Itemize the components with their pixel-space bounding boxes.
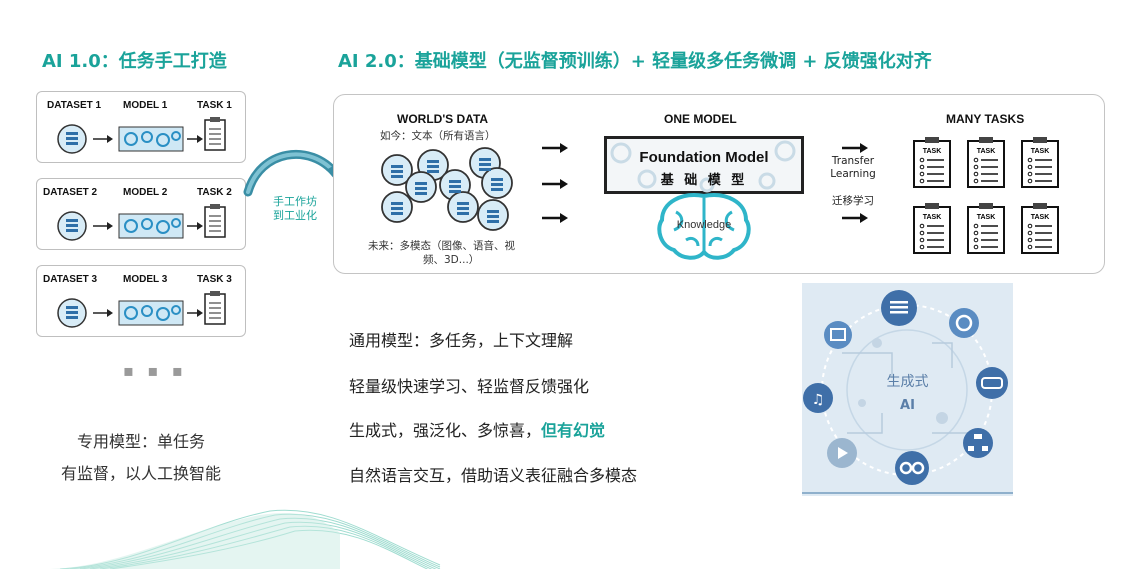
bullet-generative: 生成式，强泛化、多惊喜，但有幻觉 bbox=[349, 417, 605, 441]
worlds-data-now: 如今：文本（所有语言） bbox=[380, 130, 496, 142]
dataset-label: DATASET 1 bbox=[47, 100, 102, 111]
dataset-label: DATASET 2 bbox=[43, 187, 98, 198]
bullet-general-model: 通用模型：多任务，上下文理解 bbox=[349, 331, 574, 350]
pipeline-icon bbox=[57, 291, 226, 328]
model-label: MODEL 2 bbox=[123, 187, 168, 198]
pipeline-icon bbox=[57, 117, 226, 154]
pipeline-icon bbox=[57, 204, 226, 241]
task-clipboard-icon: TASK bbox=[913, 203, 951, 254]
specialized-model-subcaption: 有监督，以人工换智能 bbox=[60, 464, 221, 483]
foundation-model-box: Foundation Model 基 础 模 型 bbox=[604, 136, 804, 194]
ai1-heading: AI 1.0：任务手工打造 bbox=[42, 51, 227, 72]
generative-label: 生成式 bbox=[886, 374, 929, 390]
task-card-2: DATASET 2 MODEL 2 TASK 2 bbox=[36, 178, 246, 250]
generative-ai-graphic: ♫ bbox=[802, 290, 1013, 494]
task-clipboard-label: TASK bbox=[923, 214, 942, 221]
task-card-3: DATASET 3 MODEL 3 TASK 3 bbox=[36, 265, 246, 337]
task-clipboard-icon: TASK bbox=[967, 137, 1005, 188]
bullet-generative-text: 生成式，强泛化、多惊喜， bbox=[349, 421, 542, 440]
transfer-line1: Transfer bbox=[831, 155, 875, 167]
task-card-1: DATASET 1 MODEL 1 TASK 1 bbox=[36, 91, 246, 163]
task-label: TASK 2 bbox=[197, 187, 232, 198]
worlds-data-title: WORLD'S DATA bbox=[397, 112, 489, 126]
knowledge-label: Knowledge bbox=[677, 219, 731, 231]
data-cluster-icon bbox=[381, 147, 513, 231]
generative-ai-panel: ♫ 生成式 AI bbox=[802, 283, 1013, 496]
model-label: MODEL 1 bbox=[123, 100, 168, 111]
task-clipboard-icon: TASK bbox=[913, 137, 951, 188]
transfer-arrows-icon bbox=[842, 143, 868, 223]
task-clipboard-label: TASK bbox=[1031, 148, 1050, 155]
transfer-line2: Learning bbox=[830, 168, 876, 180]
ellipsis: ▪ ▪ ▪ bbox=[123, 361, 187, 380]
task-clipboard-label: TASK bbox=[923, 148, 942, 155]
brain-icon: Knowledge bbox=[657, 193, 751, 260]
many-tasks-title: MANY TASKS bbox=[946, 112, 1025, 126]
specialized-model-caption: 专用模型：单任务 bbox=[76, 432, 205, 451]
task-label: TASK 1 bbox=[197, 100, 232, 111]
worlds-data-future: 未来：多模态（图像、语音、视 bbox=[368, 240, 515, 252]
task-grid: TASK TASK TASK TASK TASK TASK bbox=[913, 137, 1059, 254]
task-clipboard-label: TASK bbox=[977, 148, 996, 155]
dataset-label: DATASET 3 bbox=[43, 274, 98, 285]
task-label: TASK 3 bbox=[197, 274, 232, 285]
foundation-model-cn: 基 础 模 型 bbox=[660, 173, 748, 188]
decorative-wave bbox=[50, 509, 441, 569]
transition-line2: 到工业化 bbox=[273, 209, 317, 222]
arrows-to-model-icon bbox=[542, 143, 568, 223]
hallucination-highlight: 但有幻觉 bbox=[541, 421, 606, 440]
transition-label: 手工作坊 到工业化 bbox=[262, 195, 328, 223]
task-clipboard-label: TASK bbox=[1031, 214, 1050, 221]
task-clipboard-icon: TASK bbox=[1021, 137, 1059, 188]
transfer-learning-cn: 迁移学习 bbox=[832, 195, 874, 207]
task-clipboard-icon: TASK bbox=[967, 203, 1005, 254]
model-label: MODEL 3 bbox=[123, 274, 168, 285]
ai-label: AI bbox=[900, 398, 915, 413]
bullet-natural-language: 自然语言交互，借助语义表征融合多模态 bbox=[349, 466, 638, 485]
one-model-title: ONE MODEL bbox=[664, 112, 737, 126]
gear-pattern-icon bbox=[610, 140, 796, 193]
transfer-learning-label: Transfer Learning bbox=[826, 155, 880, 181]
ai2-heading: AI 2.0：基础模型（无监督预训练）+ 轻量级多任务微调 + 反馈强化对齐 bbox=[338, 51, 932, 72]
transition-line1: 手工作坊 bbox=[273, 195, 317, 208]
task-clipboard-label: TASK bbox=[977, 214, 996, 221]
worlds-data-future-cont: 频、3D...） bbox=[423, 254, 480, 266]
foundation-model-en: Foundation Model bbox=[639, 149, 769, 166]
music-icon: ♫ bbox=[812, 392, 825, 408]
bullet-lightweight-learning: 轻量级快速学习、轻监督反馈强化 bbox=[349, 377, 590, 396]
task-clipboard-icon: TASK bbox=[1021, 203, 1059, 254]
